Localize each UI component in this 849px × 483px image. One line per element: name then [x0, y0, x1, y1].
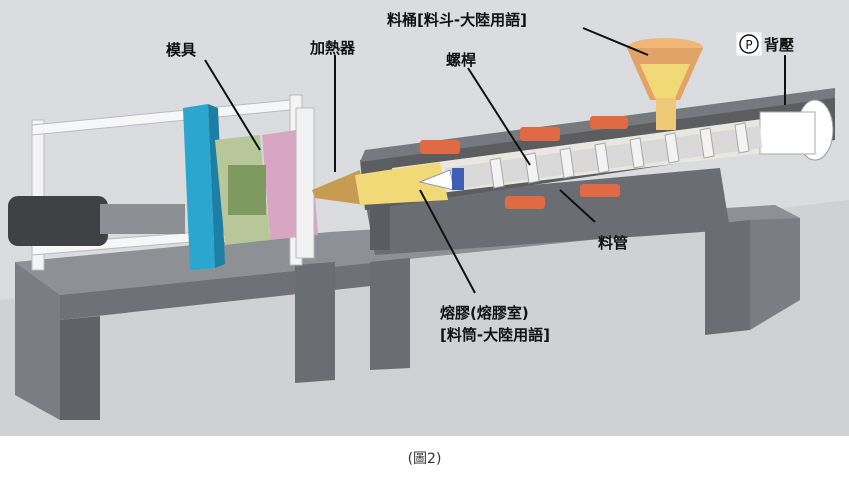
heater-bands — [420, 116, 628, 209]
label-melt-chamber-line1: 熔膠(熔膠室) — [440, 304, 529, 322]
label-screw: 螺桿 — [446, 51, 476, 69]
label-back-pressure: 背壓 — [764, 36, 794, 54]
label-mold: 模具 — [166, 41, 196, 59]
label-heater: 加熱器 — [309, 39, 356, 57]
base-leg-right-side — [750, 218, 800, 330]
back-pressure-symbol: P — [736, 32, 762, 56]
fixed-platen — [295, 107, 315, 259]
injection-stand-foot — [370, 200, 390, 250]
clamp-rod — [100, 204, 185, 234]
base-leg-middle — [295, 262, 335, 383]
label-barrel: 料管 — [598, 234, 628, 252]
back-pressure-letter: P — [745, 38, 752, 52]
mold-platen-side — [208, 104, 225, 268]
base-leg-left — [15, 262, 60, 420]
floor — [0, 200, 849, 436]
base-leg-right — [705, 220, 750, 335]
injection-machine-diagram: 模具 加熱器 料桶[料斗-大陸用語] 螺桿 P 背壓 料管 熔膠(熔膠室) [料… — [0, 0, 849, 436]
figure-caption: (圖2) — [407, 451, 442, 467]
back-pressure-piston — [759, 111, 816, 155]
mold-platen — [183, 104, 215, 270]
injection-stand — [365, 168, 730, 255]
base-leg-middle-2 — [370, 258, 410, 370]
label-hopper: 料桶[料斗-大陸用語] — [387, 11, 527, 29]
nozzle — [312, 170, 365, 205]
mold-core — [228, 165, 266, 215]
label-melt-chamber-line2: [料筒-大陸用語] — [440, 326, 550, 344]
screw-flights — [489, 122, 750, 189]
base-leg-left-front — [60, 316, 100, 420]
check-ring — [452, 168, 464, 190]
clamp-cylinder — [8, 196, 108, 246]
leader-lines — [204, 27, 786, 294]
hopper — [627, 38, 703, 130]
melt-chamber — [355, 162, 448, 205]
